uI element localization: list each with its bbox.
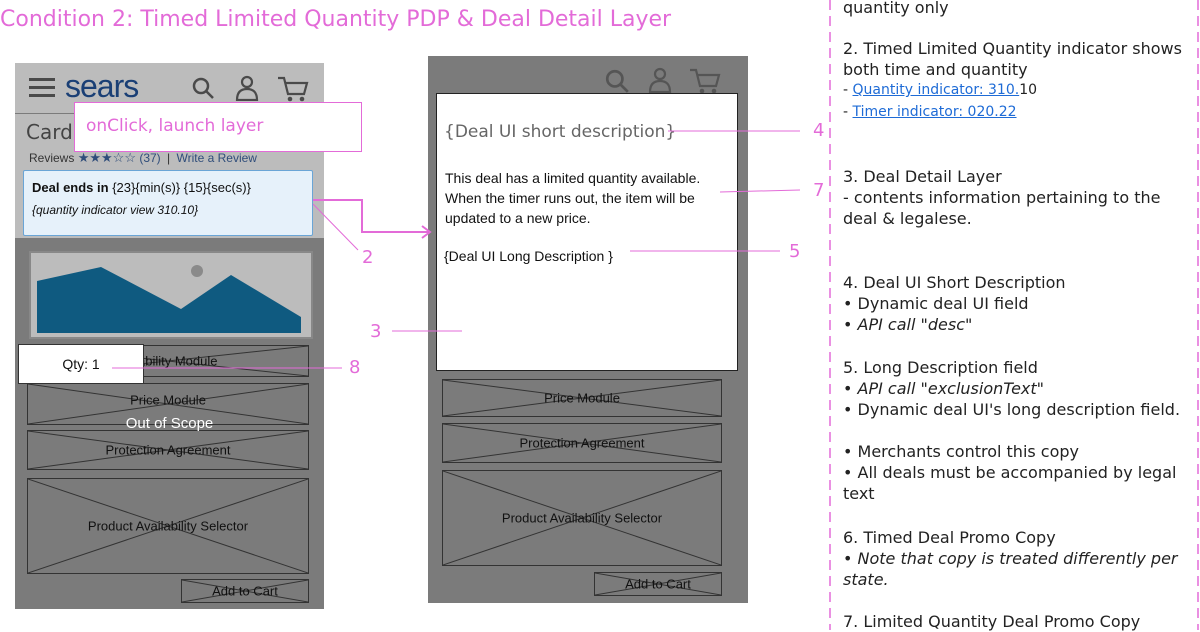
note-4-bullet-1: • Dynamic deal UI field <box>843 294 1029 313</box>
cart-icon[interactable] <box>277 75 309 103</box>
note-2-link-2-prefix: - <box>843 104 853 120</box>
callout-7: 7 <box>813 180 825 201</box>
product-availability-selector-label: Product Availability Selector <box>501 510 663 526</box>
note-7-title: 7. Limited Quantity Deal Promo Copy <box>843 612 1141 631</box>
note-top-partial: quantity only <box>843 0 949 17</box>
user-icon[interactable] <box>235 75 259 101</box>
review-count-link[interactable]: (37) <box>139 151 161 165</box>
write-review-link[interactable]: Write a Review <box>176 151 257 165</box>
right-phone-wireframe: {Deal UI short description} This deal ha… <box>428 56 748 603</box>
quantity-stepper[interactable]: Qty: 1 <box>18 344 144 384</box>
note-2-link-1-prefix: - <box>843 82 853 98</box>
protection-agreement-module: Protection Agreement <box>442 423 722 463</box>
quantity-indicator-text: {quantity indicator view 310.10} <box>32 203 199 217</box>
onclick-annotation: onClick, launch layer <box>74 102 362 152</box>
star-rating-icon: ★★★☆☆ <box>77 150 136 165</box>
callout-5: 5 <box>789 241 801 262</box>
cart-icon[interactable] <box>688 67 722 95</box>
callout-line-2 <box>312 203 359 251</box>
availability-module: ability Module <box>27 345 309 377</box>
out-of-scope-label: Out of Scope <box>125 415 214 432</box>
callout-3: 3 <box>370 321 382 342</box>
note-6-title: 6. Timed Deal Promo Copy <box>843 528 1056 547</box>
add-to-cart-label: Add to Cart <box>212 583 278 599</box>
onclick-annotation-text: onClick, launch layer <box>86 116 264 136</box>
price-module: Price Module <box>27 383 309 425</box>
callout-line-7 <box>719 189 801 193</box>
note-2-title: 2. Timed Limited Quantity indicator show… <box>843 39 1182 79</box>
note-5-bullet-2: • Dynamic deal UI's long description fie… <box>843 400 1181 419</box>
reviews-label: Reviews <box>29 151 75 165</box>
product-image-placeholder <box>29 251 313 339</box>
note-3-title: 3. Deal Detail Layer <box>843 167 1002 186</box>
price-module-label: Price Module <box>544 390 620 406</box>
product-title: Card <box>26 120 73 144</box>
note-2-link-1-suffix: 10 <box>1019 82 1038 98</box>
price-module: Price Module <box>442 379 722 417</box>
user-icon[interactable] <box>648 67 672 93</box>
product-availability-selector-label: Product Availability Selector <box>87 518 249 534</box>
left-phone-wireframe: sears Card Reviews ★★★☆☆ (37) | Write a … <box>15 63 324 609</box>
note-6-bullet-1: • Note that copy is treated differently … <box>843 549 1178 589</box>
deal-timer-row: Deal ends in {23}{min(s)} {15}{sec(s)} <box>32 180 251 195</box>
note-4-bullet-2: • API call "desc" <box>843 315 973 334</box>
callout-2: 2 <box>362 247 374 268</box>
product-availability-selector: Product Availability Selector <box>442 470 722 566</box>
quantity-indicator-link[interactable]: Quantity indicator: 310. <box>852 82 1020 98</box>
add-to-cart-button[interactable]: Add to Cart <box>181 579 309 603</box>
deal-detail-layer: {Deal UI short description} This deal ha… <box>436 93 738 371</box>
add-to-cart-button[interactable]: Add to Cart <box>594 572 722 596</box>
connector-arrow <box>313 199 432 239</box>
note-2-link-row-1: - Quantity indicator: 310.10 <box>843 80 1037 101</box>
protection-agreement-label: Protection Agreement <box>105 442 231 458</box>
add-to-cart-label: Add to Cart <box>625 576 691 592</box>
protection-agreement-label: Protection Agreement <box>519 435 645 451</box>
note-4-title: 4. Deal UI Short Description <box>843 273 1066 292</box>
review-separator: | <box>167 151 171 165</box>
price-module-label: Price Module <box>130 392 206 408</box>
timer-indicator-link[interactable]: Timer indicator: 020.22 <box>852 104 1017 120</box>
note-5-bullet-3: • Merchants control this copy <box>843 442 1080 461</box>
protection-agreement-module: Protection Agreement <box>27 430 309 470</box>
sears-logo[interactable]: sears <box>65 68 139 104</box>
deal-long-description: {Deal UI Long Description } <box>444 248 613 264</box>
search-icon[interactable] <box>191 76 215 100</box>
quantity-label: Qty: 1 <box>62 356 100 372</box>
note-3-body: - contents information pertaining to the… <box>843 188 1161 228</box>
deal-ends-label: Deal ends in <box>32 180 109 195</box>
callout-4: 4 <box>813 120 825 141</box>
search-icon[interactable] <box>604 68 630 94</box>
note-5-bullet-1: • API call "exclusionText" <box>843 379 1045 398</box>
note-2-link-row-2: - Timer indicator: 020.22 <box>843 102 1017 123</box>
note-5-bullet-4: • All deals must be accompanied by legal… <box>843 463 1177 503</box>
note-5-title: 5. Long Description field <box>843 358 1038 377</box>
hamburger-menu-icon[interactable] <box>29 78 55 98</box>
callout-8: 8 <box>349 357 361 378</box>
deal-short-description: {Deal UI short description} <box>444 122 677 142</box>
deal-timer-value: {23}{min(s)} {15}{sec(s)} <box>112 180 251 195</box>
reviews-row: Reviews ★★★☆☆ (37) | Write a Review <box>29 150 257 166</box>
page-title: Condition 2: Timed Limited Quantity PDP … <box>0 7 672 32</box>
product-availability-selector: Product Availability Selector <box>27 478 309 574</box>
deal-timer-box[interactable]: Deal ends in {23}{min(s)} {15}{sec(s)} {… <box>23 170 313 236</box>
availability-module-label: ability Module <box>138 353 218 369</box>
deal-detail-body: This deal has a limited quantity availab… <box>445 170 701 226</box>
